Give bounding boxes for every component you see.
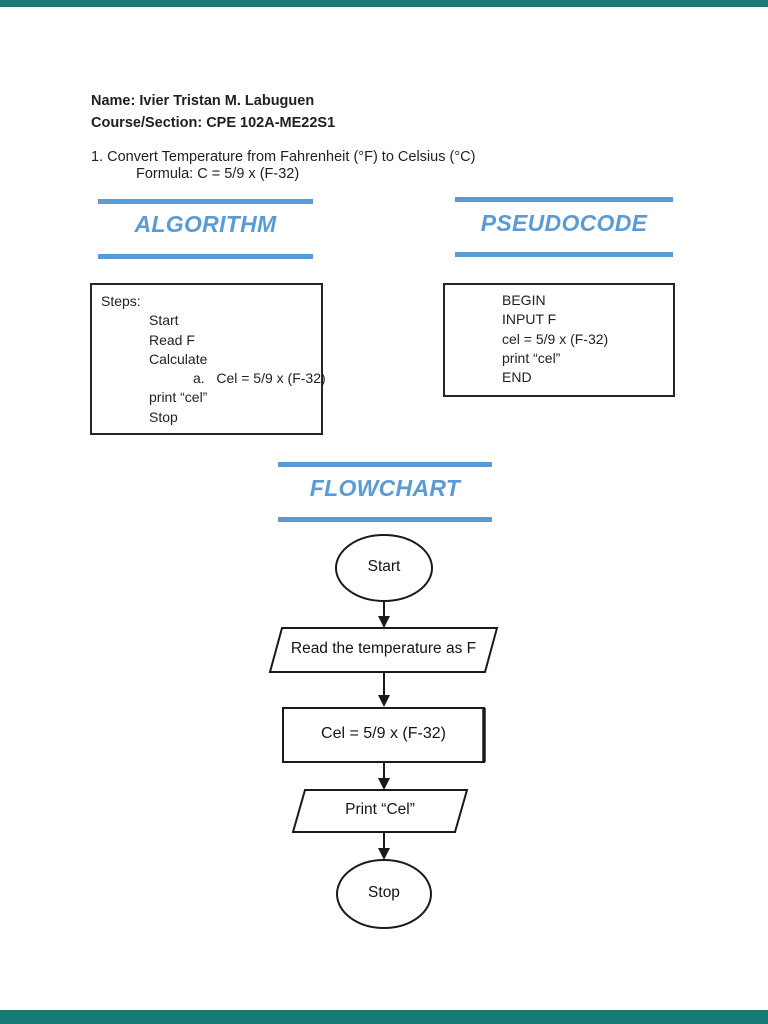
steps-line: print “cel”	[149, 389, 208, 406]
process-node-label: Cel = 5/9 x (F-32)	[321, 725, 446, 742]
viewer-bottom-bar	[0, 1010, 768, 1024]
read-node-label: Read the temperature as F	[290, 640, 477, 657]
problem-statement: 1. Convert Temperature from Fahrenheit (…	[91, 149, 476, 165]
steps-line: Read F	[149, 331, 195, 348]
algorithm-heading: ALGORITHM	[134, 211, 277, 237]
course-section-line: Course/Section: CPE 102A-ME22S1	[91, 115, 336, 131]
flowchart-heading: FLOWCHART	[309, 475, 461, 501]
arrowhead-3-icon	[378, 778, 390, 790]
formula-line: Formula: C = 5/9 x (F-32)	[136, 166, 300, 182]
steps-line: Steps:	[101, 293, 141, 309]
pseudocode-box: BEGIN INPUT F cel = 5/9 x (F-32) print “…	[443, 283, 675, 397]
arrowhead-2-icon	[378, 695, 390, 707]
steps-line: a. Cel = 5/9 x (F-32)	[193, 370, 326, 387]
start-node-label: Start	[367, 558, 401, 575]
stop-node-label: Stop	[368, 884, 400, 901]
steps-line: Calculate	[149, 350, 208, 367]
flowchart-top-rule	[278, 462, 492, 467]
arrowhead-4-icon	[378, 848, 390, 860]
print-node-label: Print “Cel”	[345, 801, 415, 818]
steps-line: Start	[149, 312, 179, 329]
algorithm-top-rule	[98, 199, 313, 204]
algorithm-bottom-rule	[98, 254, 313, 259]
pseudocode-line: INPUT F	[502, 311, 557, 328]
student-name-line: Name: Ivier Tristan M. Labuguen	[91, 93, 315, 109]
pseudocode-line: cel = 5/9 x (F-32)	[502, 330, 609, 347]
pseudocode-line: END	[502, 369, 532, 386]
algorithm-steps-box: Steps: Start Read F Calculate a. Cel = 5…	[90, 283, 326, 435]
pseudocode-line: BEGIN	[502, 292, 546, 308]
pseudocode-bottom-rule	[455, 252, 673, 257]
viewer-top-bar	[0, 0, 768, 7]
pseudocode-line: print “cel”	[502, 349, 561, 366]
flowchart-bottom-rule	[278, 517, 492, 522]
steps-line: Stop	[149, 408, 178, 425]
pseudocode-top-rule	[455, 197, 673, 202]
pseudocode-heading: PSEUDOCODE	[480, 210, 648, 236]
arrowhead-1-icon	[378, 616, 390, 628]
